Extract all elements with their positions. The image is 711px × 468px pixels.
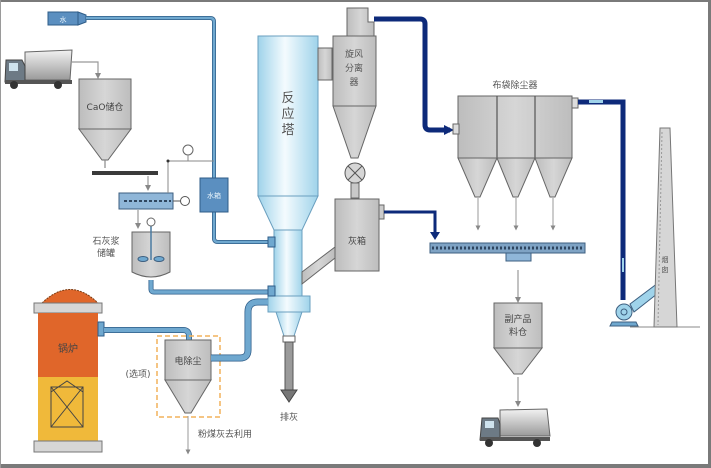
electrostatic-precipitator: 电除尘	[164, 339, 212, 414]
bag-filter: 布袋除尘器	[452, 79, 579, 198]
water-tank-label: 水箱	[207, 191, 221, 200]
flue-arrow-icon	[444, 125, 454, 135]
cyclone-label-1: 旋风	[345, 48, 363, 60]
screw-conveyor	[429, 242, 586, 262]
bag-filter-label: 布袋除尘器	[492, 79, 537, 91]
slurry-pipe	[149, 280, 268, 294]
cyclone-label-3: 器	[349, 77, 358, 88]
byproduct-silo-label-2: 料仓	[509, 326, 527, 338]
feed-line-truck-to-silo	[72, 61, 101, 79]
chimney-label-2: 囱	[662, 265, 669, 274]
water-inlet: 水	[47, 11, 87, 26]
boiler-firebox-icon	[50, 380, 84, 428]
cao-silo: CaO储仓	[78, 78, 132, 161]
truck-supply-icon	[4, 49, 73, 89]
ash-box-arrow-icon	[430, 232, 440, 240]
fly-ash-label: 粉煤灰去利用	[198, 428, 252, 440]
frame-border-top	[0, 0, 711, 2]
water-tank: 水箱	[199, 177, 229, 213]
byproduct-silo-label-1: 副产品	[504, 313, 531, 325]
pipe-window-1	[589, 100, 603, 103]
reactor-tower: 反 应 塔	[257, 35, 319, 343]
induced-draft-fan-icon	[609, 282, 663, 327]
chimney: 烟 囱	[653, 127, 678, 328]
esp-label: 电除尘	[174, 355, 201, 367]
water-label: 水	[60, 15, 67, 24]
reactor-label-1: 反	[281, 91, 294, 106]
boiler-label: 锅炉	[58, 343, 78, 355]
chimney-label-1: 烟	[662, 255, 669, 264]
ash-discharge-pipe	[284, 341, 294, 393]
frame-border-bottom	[0, 464, 711, 468]
ash-box: 灰箱	[334, 198, 385, 272]
flue-pipe-to-bag-filter	[374, 16, 450, 133]
frame-border-right	[708, 0, 711, 468]
reactor-label-2: 应	[281, 106, 294, 122]
slurry-pipe-outline	[148, 280, 268, 295]
frame-border-left	[0, 0, 1, 468]
cao-silo-label: CaO储仓	[87, 101, 124, 113]
optional-label: (选项)	[125, 368, 150, 380]
flue-pipe-to-fan	[578, 99, 626, 300]
ash-box-to-conveyor-pipe	[384, 210, 437, 236]
ash-discharge-arrow-icon	[280, 389, 298, 403]
cyclone-label-2: 分离	[345, 62, 363, 74]
agitator-motor-icon	[146, 217, 156, 227]
rotary-valve-icon	[344, 162, 366, 199]
reactor-cyclone-duct	[317, 47, 333, 81]
boiler-to-esp-pipe	[104, 327, 192, 340]
ash-box-label: 灰箱	[348, 235, 366, 247]
reactor-label-3: 塔	[281, 123, 294, 138]
lime-slurry-tank: 石灰浆 储罐	[92, 217, 171, 278]
screw-feeder	[118, 192, 190, 210]
feeder-motor-icon	[180, 196, 190, 206]
boiler: 锅炉	[33, 289, 105, 453]
pipe-window-2	[622, 258, 624, 272]
weigh-belt	[92, 171, 158, 175]
water-pipe	[86, 16, 268, 244]
ash-recirculation-chute	[301, 245, 336, 286]
pump-icon	[182, 144, 194, 156]
lime-tank-label-2: 储罐	[97, 247, 115, 259]
esp-to-reactor-pipe	[211, 299, 268, 361]
truck-byproduct-icon	[479, 408, 551, 447]
cyclone-separator: 旋风 分离 器	[332, 7, 377, 159]
lime-tank-label-1: 石灰浆	[92, 235, 119, 247]
byproduct-silo: 副产品 料仓	[492, 302, 544, 375]
ash-discharge-label: 排灰	[280, 411, 298, 423]
